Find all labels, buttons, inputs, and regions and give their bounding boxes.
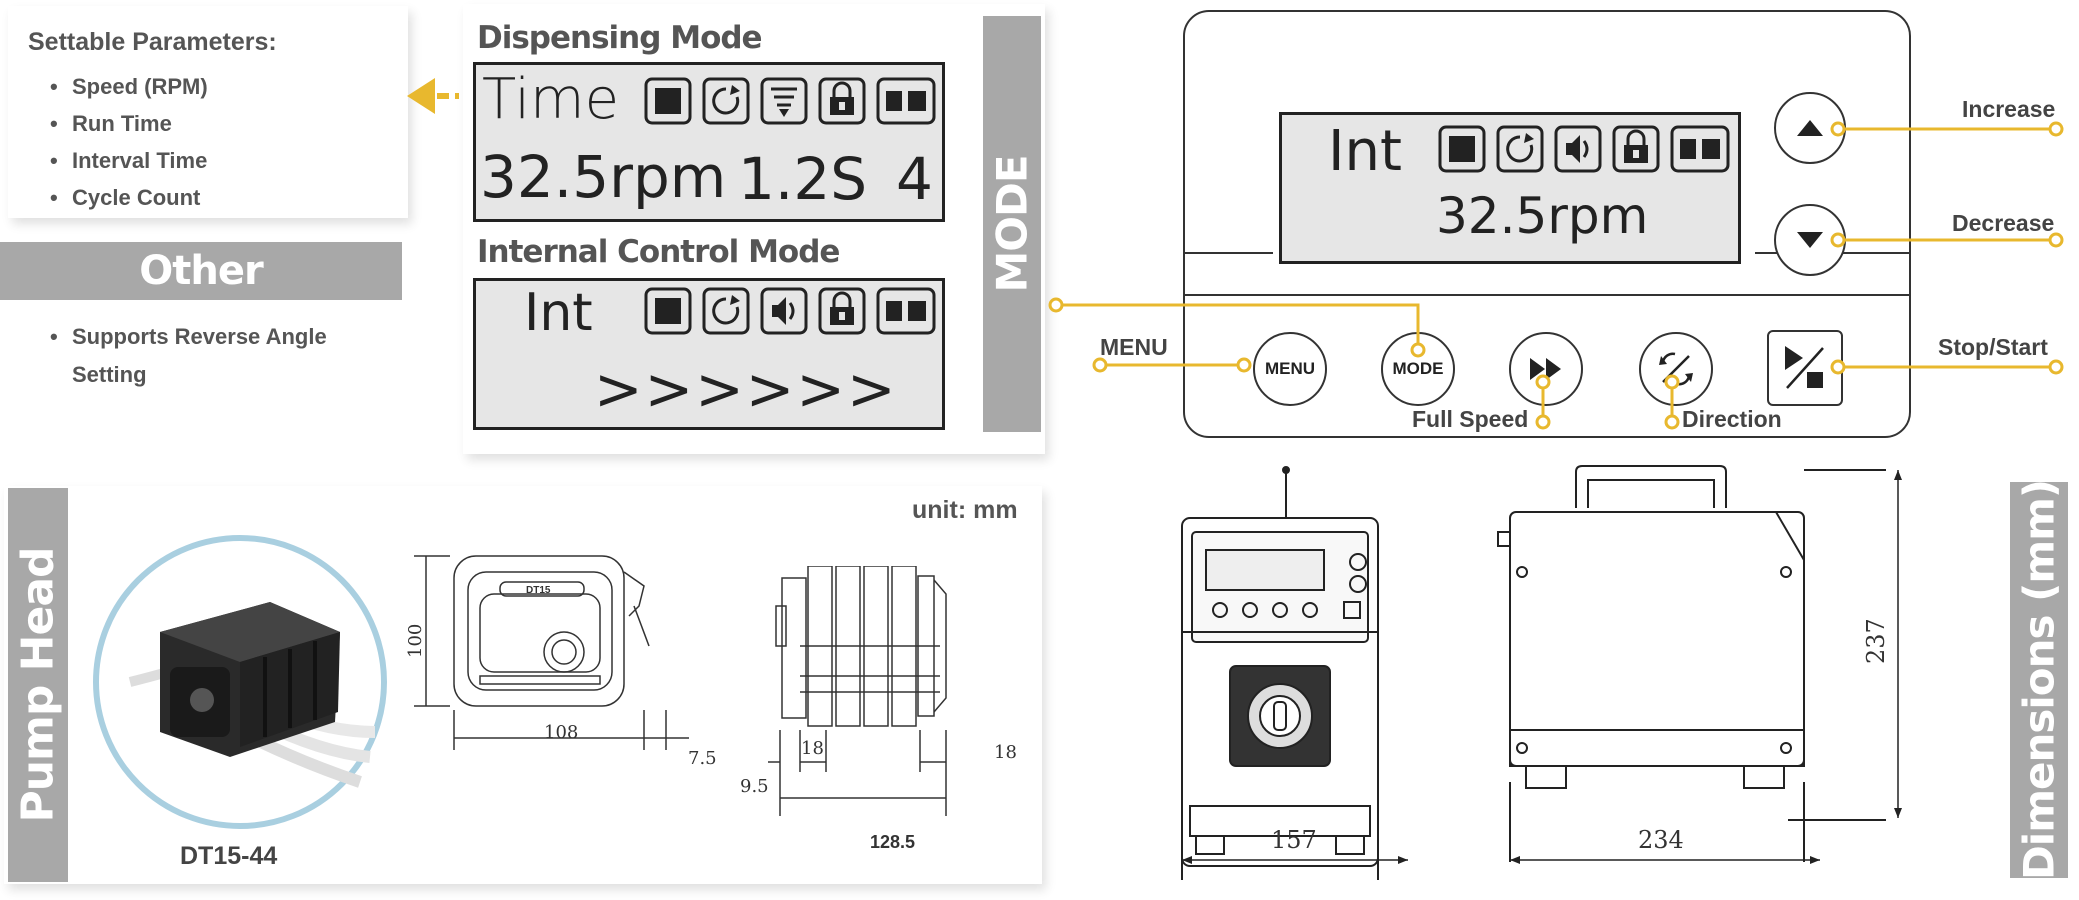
- fast-forward-icon: [1530, 358, 1561, 380]
- internal-mode-title: Internal Control Mode: [477, 234, 840, 270]
- main-lcd: Int: [1279, 112, 1741, 264]
- pump-body-icon: [160, 602, 340, 757]
- speaker-icon: [1554, 125, 1602, 173]
- dim-offset-label: 7.5: [688, 748, 717, 769]
- triangle-down-icon: [1797, 232, 1823, 248]
- panel-divider: [1185, 294, 1909, 296]
- settable-title: Settable Parameters:: [28, 28, 277, 56]
- dim-left-offset-label: 9.5: [740, 776, 769, 797]
- mode-band: MODE: [983, 16, 1041, 432]
- pump-side-view: [1497, 465, 1886, 862]
- internal-lcd: Int: [473, 278, 945, 430]
- list-item: Cycle Count: [50, 179, 208, 216]
- menu-callout-label: MENU: [1100, 334, 1168, 360]
- lcd-int-text: Int: [524, 283, 593, 343]
- settable-list: Speed (RPM) Run Time Interval Time Cycle…: [50, 68, 208, 216]
- pump-head-band-label: Pump Head: [12, 547, 64, 823]
- head-label-text: DT15: [526, 585, 551, 596]
- dim-height-label: 100: [405, 623, 426, 658]
- unit-label: unit: mm: [912, 496, 1018, 524]
- dispensing-lcd: Time: [473, 62, 945, 222]
- menu-button-label: MENU: [1264, 359, 1316, 378]
- front-width-dim-line: [1182, 856, 1408, 864]
- pump-head-panel: Pump Head unit: mm DT15-44: [4, 486, 1042, 884]
- list-item: Speed (RPM): [50, 68, 208, 105]
- model-label: DT15-44: [180, 842, 278, 870]
- play-stop-icon: [1785, 346, 1824, 389]
- other-list: •Supports Reverse Angle Setting: [50, 318, 327, 394]
- stop-start-callout-label: Stop/Start: [1938, 334, 2048, 360]
- speaker-icon: [760, 287, 808, 335]
- direction-button[interactable]: [1639, 332, 1713, 406]
- filter-icon: [760, 77, 808, 125]
- list-item: •Supports Reverse Angle: [50, 324, 327, 349]
- lcd-icon-row: [644, 287, 936, 335]
- pump-head-side-drawing: [768, 566, 947, 816]
- direction-icon: [1659, 352, 1693, 386]
- menu-button[interactable]: MENU: [1253, 332, 1327, 406]
- other-band: Other: [0, 242, 402, 300]
- side-depth-label: 234: [1638, 826, 1684, 854]
- side-depth-dim-line: [1510, 856, 1820, 864]
- dimensions-band: Dimensions (mm): [2010, 479, 2068, 881]
- height-dim-line: [1894, 470, 1902, 818]
- settable-parameters-panel: Settable Parameters: Speed (RPM) Run Tim…: [8, 6, 408, 218]
- list-item: Run Time: [50, 105, 208, 142]
- mode-panel: Dispensing Mode Time: [463, 4, 1045, 454]
- pump-head-band: Pump Head: [8, 488, 68, 882]
- full-speed-button[interactable]: [1509, 332, 1583, 406]
- control-panel: Int: [1183, 10, 1911, 438]
- dim-right-seg-label: 18: [994, 742, 1017, 763]
- dispensing-mode-title: Dispensing Mode: [477, 20, 763, 56]
- other-band-label: Other: [139, 248, 263, 294]
- lcd-icon-row: [1438, 125, 1730, 173]
- pump-head-photo: [93, 535, 387, 829]
- battery-icon: [1670, 125, 1730, 173]
- panel-divider: [1185, 252, 1273, 254]
- dim-width-label: 108: [544, 722, 579, 743]
- height-label: 237: [1862, 618, 1890, 664]
- pump-head-front-drawing: DT15: [414, 555, 689, 750]
- lock-icon: [818, 77, 866, 125]
- lcd-progress-arrows: >>>>>>: [594, 355, 898, 423]
- mode-button-label: MODE: [1392, 359, 1444, 378]
- triangle-up-icon: [1797, 120, 1823, 136]
- full-speed-callout-label: Full Speed: [1412, 406, 1529, 432]
- stop-square-icon: [1438, 125, 1486, 173]
- battery-icon: [876, 287, 936, 335]
- main-lcd-rpm: 32.5rpm: [1436, 187, 1649, 245]
- cycle-icon: [1496, 125, 1544, 173]
- lcd-rpm-text: 32.5rpm: [480, 143, 727, 211]
- cycle-icon: [702, 287, 750, 335]
- list-item: Setting: [72, 362, 147, 387]
- dim-total-label: 128.5: [870, 832, 916, 852]
- lcd-time-text: Time: [482, 67, 620, 132]
- lcd-interval-text: 1.2S: [738, 145, 868, 213]
- front-width-label: 157: [1271, 826, 1317, 854]
- stop-start-button[interactable]: [1767, 330, 1843, 406]
- lcd-count-text: 4: [896, 145, 933, 213]
- increase-callout-label: Increase: [1962, 96, 2056, 122]
- lock-icon: [818, 287, 866, 335]
- dimensions-band-label: Dimensions (mm): [2014, 479, 2064, 881]
- decrease-callout-label: Decrease: [1952, 210, 2055, 236]
- cycle-icon: [702, 77, 750, 125]
- lock-icon: [1612, 125, 1660, 173]
- battery-icon: [876, 77, 936, 125]
- dim-left-seg-label: 18: [801, 738, 824, 759]
- list-item: Interval Time: [50, 142, 208, 179]
- main-lcd-int: Int: [1328, 119, 1402, 184]
- stop-square-icon: [644, 287, 692, 335]
- stop-square-icon: [644, 77, 692, 125]
- lcd-icon-row: [644, 77, 936, 125]
- direction-callout-label: Direction: [1682, 406, 1782, 432]
- pump-front-view: [1181, 466, 1379, 880]
